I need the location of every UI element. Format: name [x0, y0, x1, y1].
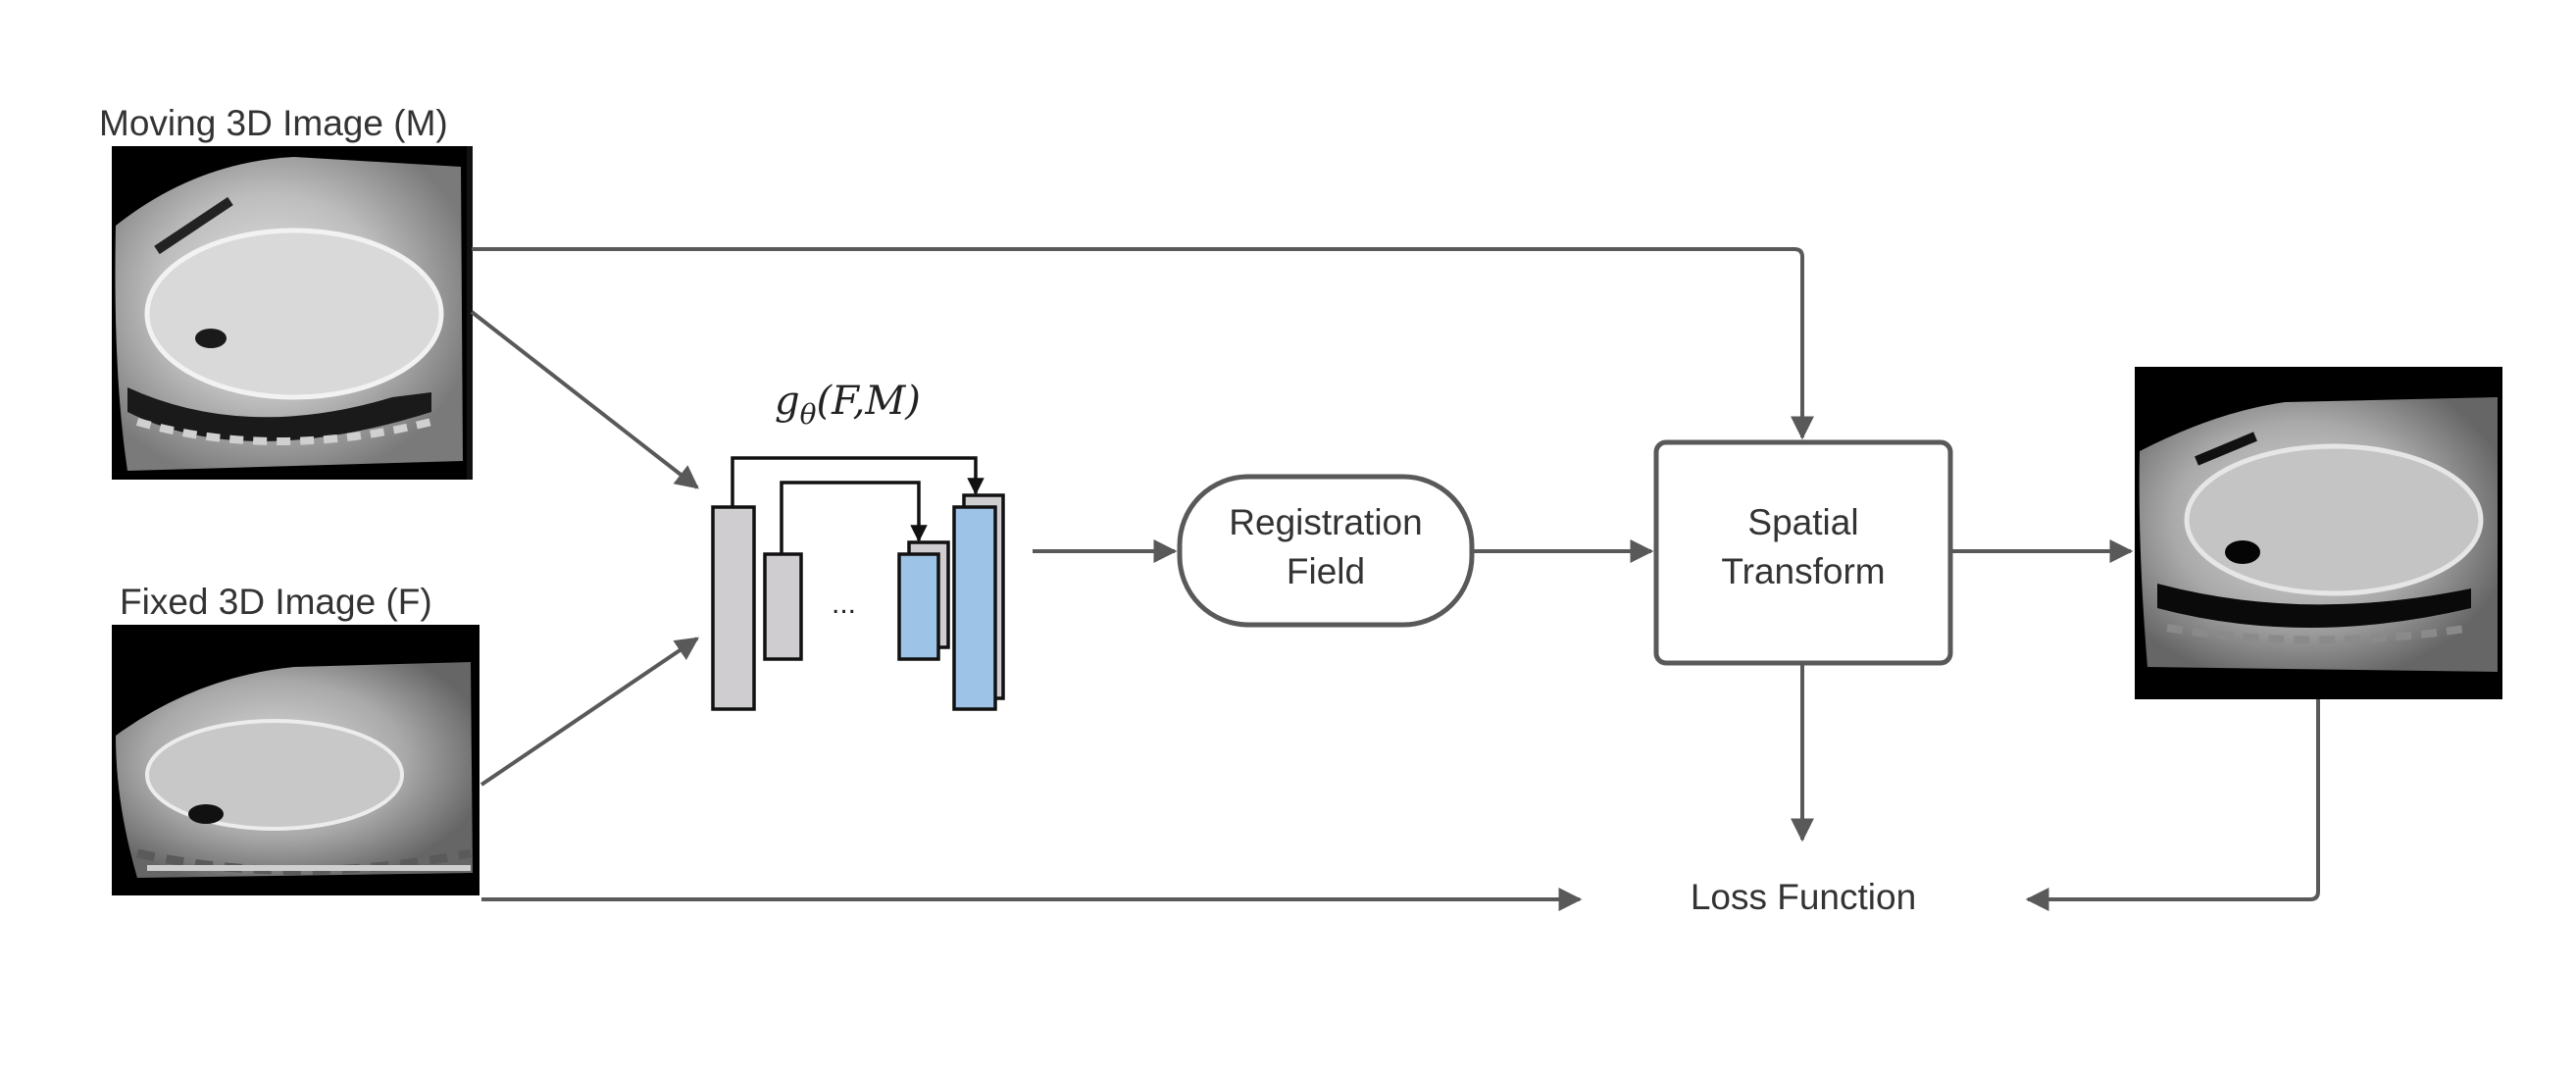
decoder-block-2	[952, 505, 997, 711]
skip-connection-outer	[731, 456, 985, 507]
warped-output-image	[2135, 367, 2502, 699]
registration-field-label-line1: Registration	[1229, 502, 1422, 542]
moving-image	[112, 146, 473, 480]
registration-field-node: Registration Field	[1177, 474, 1475, 628]
network-function-label: gθ(F,M)	[775, 379, 921, 431]
layers-ellipsis: ...	[832, 587, 856, 620]
fixed-image-label: Fixed 3D Image (F)	[120, 582, 432, 622]
output-to-loss-connector	[2025, 699, 2320, 911]
moving-to-network-connector	[470, 310, 699, 489]
registration-field-label-line2: Field	[1287, 551, 1365, 591]
spatial-transform-label-line2: Transform	[1721, 551, 1885, 591]
fixed-to-network-connector	[480, 637, 699, 787]
moving-image-label: Moving 3D Image (M)	[99, 103, 448, 143]
fixed-image	[112, 625, 480, 895]
moving-to-transform-connector	[472, 247, 1814, 440]
spatial-transform-node: Spatial Transform	[1653, 439, 1953, 666]
encoder-block-2	[763, 552, 803, 661]
unet-network: ...	[711, 456, 1005, 711]
skip-connection-inner	[780, 481, 928, 554]
encoder-block-1	[711, 505, 756, 711]
spatial-transform-label-line1: Spatial	[1747, 502, 1858, 542]
loss-function-label: Loss Function	[1691, 877, 1916, 917]
decoder-block-1	[897, 552, 940, 661]
